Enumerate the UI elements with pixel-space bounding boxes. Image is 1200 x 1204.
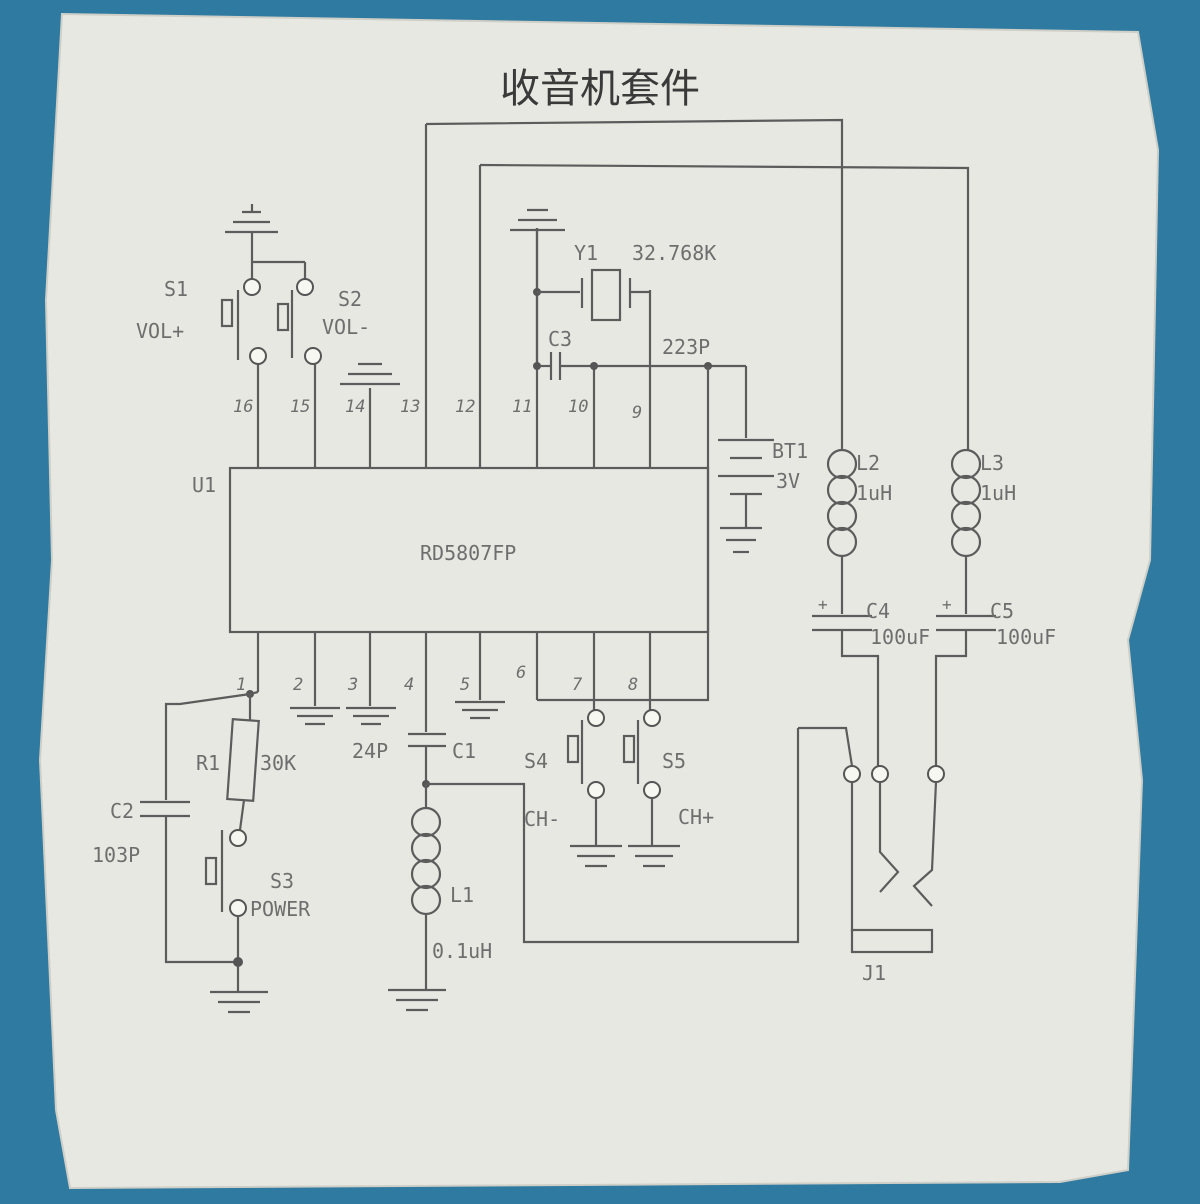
ground-symbol xyxy=(455,700,505,720)
pin-number: 9 xyxy=(632,403,642,423)
s4-ref: S4 xyxy=(524,749,548,773)
switch-s2 xyxy=(276,278,322,365)
capacitor-c5: + xyxy=(934,595,996,768)
s4-label: CH- xyxy=(524,807,560,831)
ground-symbol xyxy=(340,362,400,386)
s1-ref: S1 xyxy=(164,277,188,301)
bt1-value: 3V xyxy=(776,469,800,493)
s1-label: VOL+ xyxy=(136,319,184,343)
paper-sheet xyxy=(38,12,1160,1190)
capacitor-c1 xyxy=(408,732,446,748)
r1-value: 30K xyxy=(260,751,296,775)
c5-ref: C5 xyxy=(990,599,1014,623)
top-pin-numbers: 16 15 14 13 12 11 10 9 xyxy=(233,397,642,423)
ground-symbols xyxy=(210,204,762,1014)
capacitor-c4: + xyxy=(812,595,880,768)
bottom-pin-wires xyxy=(256,632,652,732)
s5-ref: S5 xyxy=(662,749,686,773)
l2-value: 1uH xyxy=(856,481,892,505)
inductor-l3 xyxy=(950,448,982,614)
pin-number: 13 xyxy=(400,397,420,417)
pin-number: 14 xyxy=(345,397,365,417)
ground-symbol xyxy=(388,988,446,1012)
c4-value: 100uF xyxy=(870,625,930,649)
l2-ref: L2 xyxy=(856,451,880,475)
top-pin-wires xyxy=(256,124,652,468)
ground-symbol xyxy=(290,706,340,726)
c3-value: 223P xyxy=(662,335,710,359)
ic-ref-label: U1 xyxy=(192,473,216,497)
l3-ref: L3 xyxy=(980,451,1004,475)
inductor-l2 xyxy=(826,448,858,614)
antenna-loop-wires xyxy=(425,118,970,450)
y1-value: 32.768K xyxy=(632,241,716,265)
pin-number: 6 xyxy=(516,663,526,683)
c5-value: 100uF xyxy=(996,625,1056,649)
s2-ref: S2 xyxy=(338,287,362,311)
c1-ref: C1 xyxy=(452,739,476,763)
pin-number: 11 xyxy=(512,397,532,417)
s3-ref: S3 xyxy=(270,869,294,893)
svg-text:+: + xyxy=(942,595,952,614)
ground-symbol xyxy=(720,526,762,554)
pin-number: 4 xyxy=(404,675,414,695)
s5-label: CH+ xyxy=(678,805,714,829)
c2-value: 103P xyxy=(92,843,140,867)
l1-ref: L1 xyxy=(450,883,474,907)
pin-number: 1 xyxy=(236,675,246,695)
pin-number: 10 xyxy=(568,397,588,417)
pin-number: 5 xyxy=(460,675,470,695)
c1-value: 24P xyxy=(352,739,388,763)
pin-number: 16 xyxy=(233,397,253,417)
switch-s1 xyxy=(220,232,307,365)
switch-s5 xyxy=(622,709,661,846)
inductor-l1 xyxy=(410,728,800,990)
j1-ref: J1 xyxy=(862,961,886,985)
pin-number: 7 xyxy=(572,675,583,695)
l3-value: 1uH xyxy=(980,481,1016,505)
pin-number: 2 xyxy=(293,675,303,695)
ground-symbol xyxy=(346,706,396,726)
bt1-ref: BT1 xyxy=(772,439,808,463)
r1-ref: R1 xyxy=(196,751,220,775)
y1-ref: Y1 xyxy=(574,241,598,265)
ic-part-label: RD5807FP xyxy=(420,541,516,565)
ground-symbol xyxy=(225,204,278,234)
c3-ref: C3 xyxy=(548,327,572,351)
l1-value: 0.1uH xyxy=(432,939,492,963)
schematic-title: 收音机套件 xyxy=(500,66,700,112)
power-circuit xyxy=(140,690,260,992)
pin-number: 3 xyxy=(347,675,358,695)
svg-text:+: + xyxy=(818,595,828,614)
pin-number: 15 xyxy=(290,397,310,417)
crystal-y1 xyxy=(533,228,650,366)
headphone-jack-j1 xyxy=(798,726,945,954)
bottom-pin-numbers: 1 2 3 4 5 6 7 8 xyxy=(236,663,638,695)
c4-ref: C4 xyxy=(866,599,890,623)
pin-number: 8 xyxy=(628,675,638,695)
capacitor-c3 xyxy=(533,352,746,380)
ground-symbol xyxy=(628,844,680,868)
s2-label: VOL- xyxy=(322,315,370,339)
c2-ref: C2 xyxy=(110,799,134,823)
switch-s4 xyxy=(566,709,605,846)
pin-number: 12 xyxy=(455,397,475,417)
s3-label: POWER xyxy=(250,897,311,921)
battery-bt1 xyxy=(537,366,774,702)
